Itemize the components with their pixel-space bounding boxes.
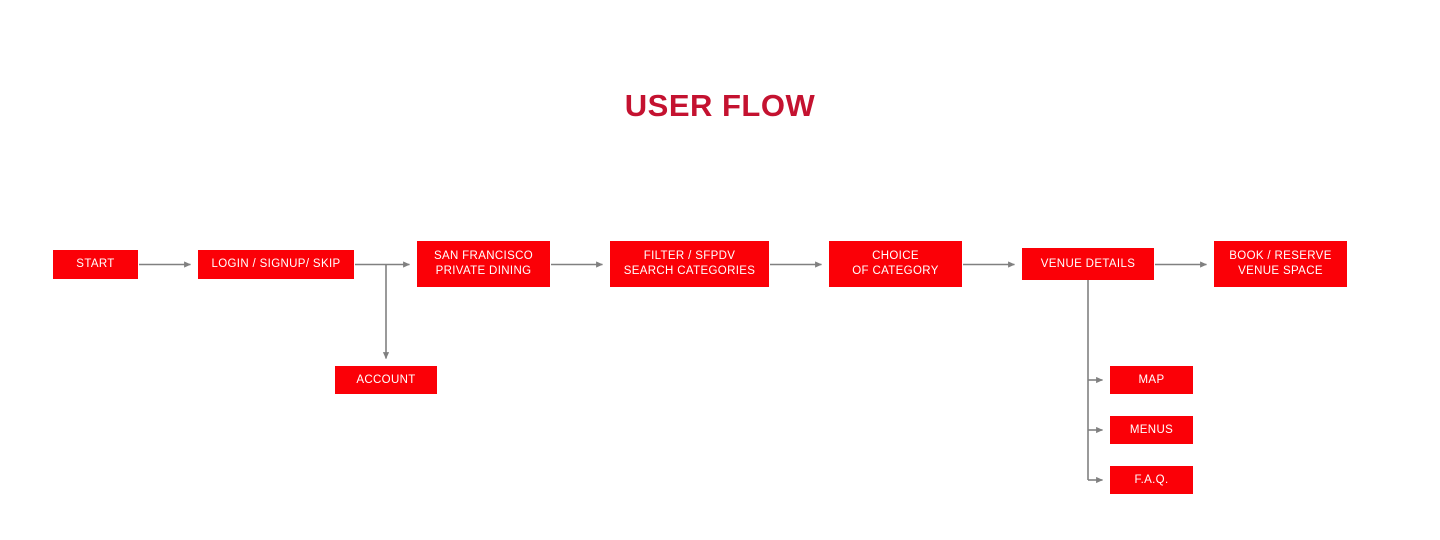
node-label-line2: PRIVATE DINING [435, 265, 532, 277]
node-account[interactable]: ACCOUNT [335, 366, 437, 394]
node-choice-of-category[interactable]: CHOICE OF CATEGORY [829, 241, 962, 287]
node-start[interactable]: START [53, 250, 138, 279]
node-map[interactable]: MAP [1110, 366, 1193, 394]
node-label-line2: VENUE SPACE [1238, 265, 1323, 277]
node-label: LOGIN / SIGNUP/ SKIP [211, 258, 341, 270]
node-label: MENUS [1129, 423, 1174, 436]
node-faq[interactable]: F.A.Q. [1110, 466, 1193, 494]
node-san-francisco-private-dining[interactable]: SAN FRANCISCO PRIVATE DINING [417, 241, 550, 287]
node-label: START [76, 258, 115, 270]
node-label: CHOICE OF CATEGORY [852, 250, 939, 277]
node-filter-search-categories[interactable]: FILTER / SFPDV SEARCH CATEGORIES [610, 241, 769, 287]
node-label: SAN FRANCISCO PRIVATE DINING [433, 250, 534, 277]
node-label: F.A.Q. [1134, 473, 1169, 486]
node-login-signup-skip[interactable]: LOGIN / SIGNUP/ SKIP [198, 250, 354, 279]
node-label: VENUE DETAILS [1040, 257, 1136, 270]
page-title: USER FLOW [624, 88, 816, 123]
node-label-line2: SEARCH CATEGORIES [623, 265, 756, 277]
node-menus[interactable]: MENUS [1110, 416, 1193, 444]
node-label: MAP [1138, 373, 1165, 386]
node-label: FILTER / SFPDV SEARCH CATEGORIES [623, 250, 756, 277]
node-book-reserve-venue-space[interactable]: BOOK / RESERVE VENUE SPACE [1214, 241, 1347, 287]
node-label: ACCOUNT [356, 373, 416, 386]
node-venue-details[interactable]: VENUE DETAILS [1022, 248, 1154, 280]
node-label: BOOK / RESERVE VENUE SPACE [1229, 250, 1332, 277]
node-label-line2: OF CATEGORY [852, 265, 939, 277]
